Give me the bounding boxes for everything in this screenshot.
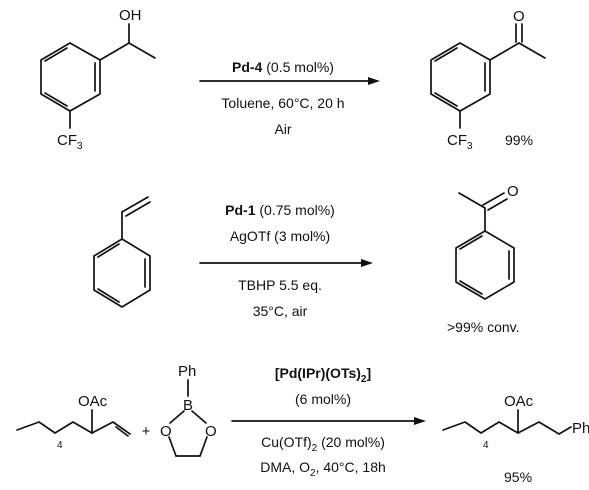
reaction-2: Pd-1 (0.75 mol%) AgOTf (3 mol%) TBHP 5.5… — [93, 183, 520, 335]
reaction-3-yield: 95% — [504, 469, 532, 485]
boron-label: B — [183, 397, 193, 414]
reaction-3-arrow-head — [414, 417, 426, 425]
reaction-2-yield: >99% conv. — [447, 319, 520, 335]
reaction-3-conditions: DMA, O2, 40°C, 18h — [260, 459, 386, 479]
reaction-3: OAc 4 + Ph B O O [Pd(IPr)(OTs)2] (6 mol%… — [16, 363, 589, 485]
acetate-label: OAc — [78, 393, 108, 410]
reaction-1-condition-atmosphere: Air — [274, 121, 291, 137]
chain-length-subscript: 4 — [57, 440, 63, 451]
reaction-1: OH CF3 Pd-4 (0.5 mol%) Toluene, 60°C, 20… — [40, 7, 546, 152]
acetate-label: OAc — [504, 393, 534, 410]
reaction-1-catalyst: Pd-4 (0.5 mol%) — [232, 59, 334, 75]
oxygen-label-right: O — [205, 423, 217, 440]
reaction-3-reagent: Ph B O O — [160, 363, 217, 457]
phenyl-label: Ph — [178, 363, 196, 380]
reaction-3-catalyst: [Pd(IPr)(OTs)2] — [275, 365, 371, 385]
chain-length-subscript: 4 — [483, 440, 489, 451]
phenyl-label: Ph — [572, 420, 589, 437]
reaction-2-product: O — [455, 183, 519, 300]
oxygen-label-left: O — [160, 423, 172, 440]
hydroxyl-label: OH — [119, 7, 142, 24]
reaction-2-arrow-head — [361, 259, 373, 267]
reaction-3-product: OAc 4 Ph — [442, 393, 589, 451]
reaction-3-additive: Cu(OTf)2 (20 mol%) — [261, 434, 385, 454]
reaction-2-catalyst: Pd-1 (0.75 mol%) — [225, 202, 335, 218]
cf3-label: CF3 — [447, 132, 473, 152]
reaction-2-additive: AgOTf (3 mol%) — [230, 228, 330, 244]
plus-sign: + — [142, 423, 151, 440]
carbonyl-oxygen-label: O — [507, 183, 519, 200]
reaction-1-condition-solvent: Toluene, 60°C, 20 h — [221, 95, 344, 111]
carbonyl-oxygen-label: O — [513, 8, 525, 25]
reaction-2-condition-oxidant: TBHP 5.5 eq. — [238, 277, 322, 293]
reaction-1-product: O CF3 — [430, 8, 546, 152]
reaction-3-starting-material: OAc 4 — [16, 393, 131, 451]
cf3-label: CF3 — [57, 132, 83, 152]
reaction-2-starting-material — [93, 196, 151, 308]
reaction-2-condition-temp: 35°C, air — [253, 303, 308, 319]
reaction-1-arrow-head — [368, 77, 380, 85]
reaction-1-yield: 99% — [505, 132, 533, 148]
reaction-3-catalyst-loading: (6 mol%) — [295, 391, 351, 407]
reaction-1-starting-material: OH CF3 — [40, 7, 156, 152]
